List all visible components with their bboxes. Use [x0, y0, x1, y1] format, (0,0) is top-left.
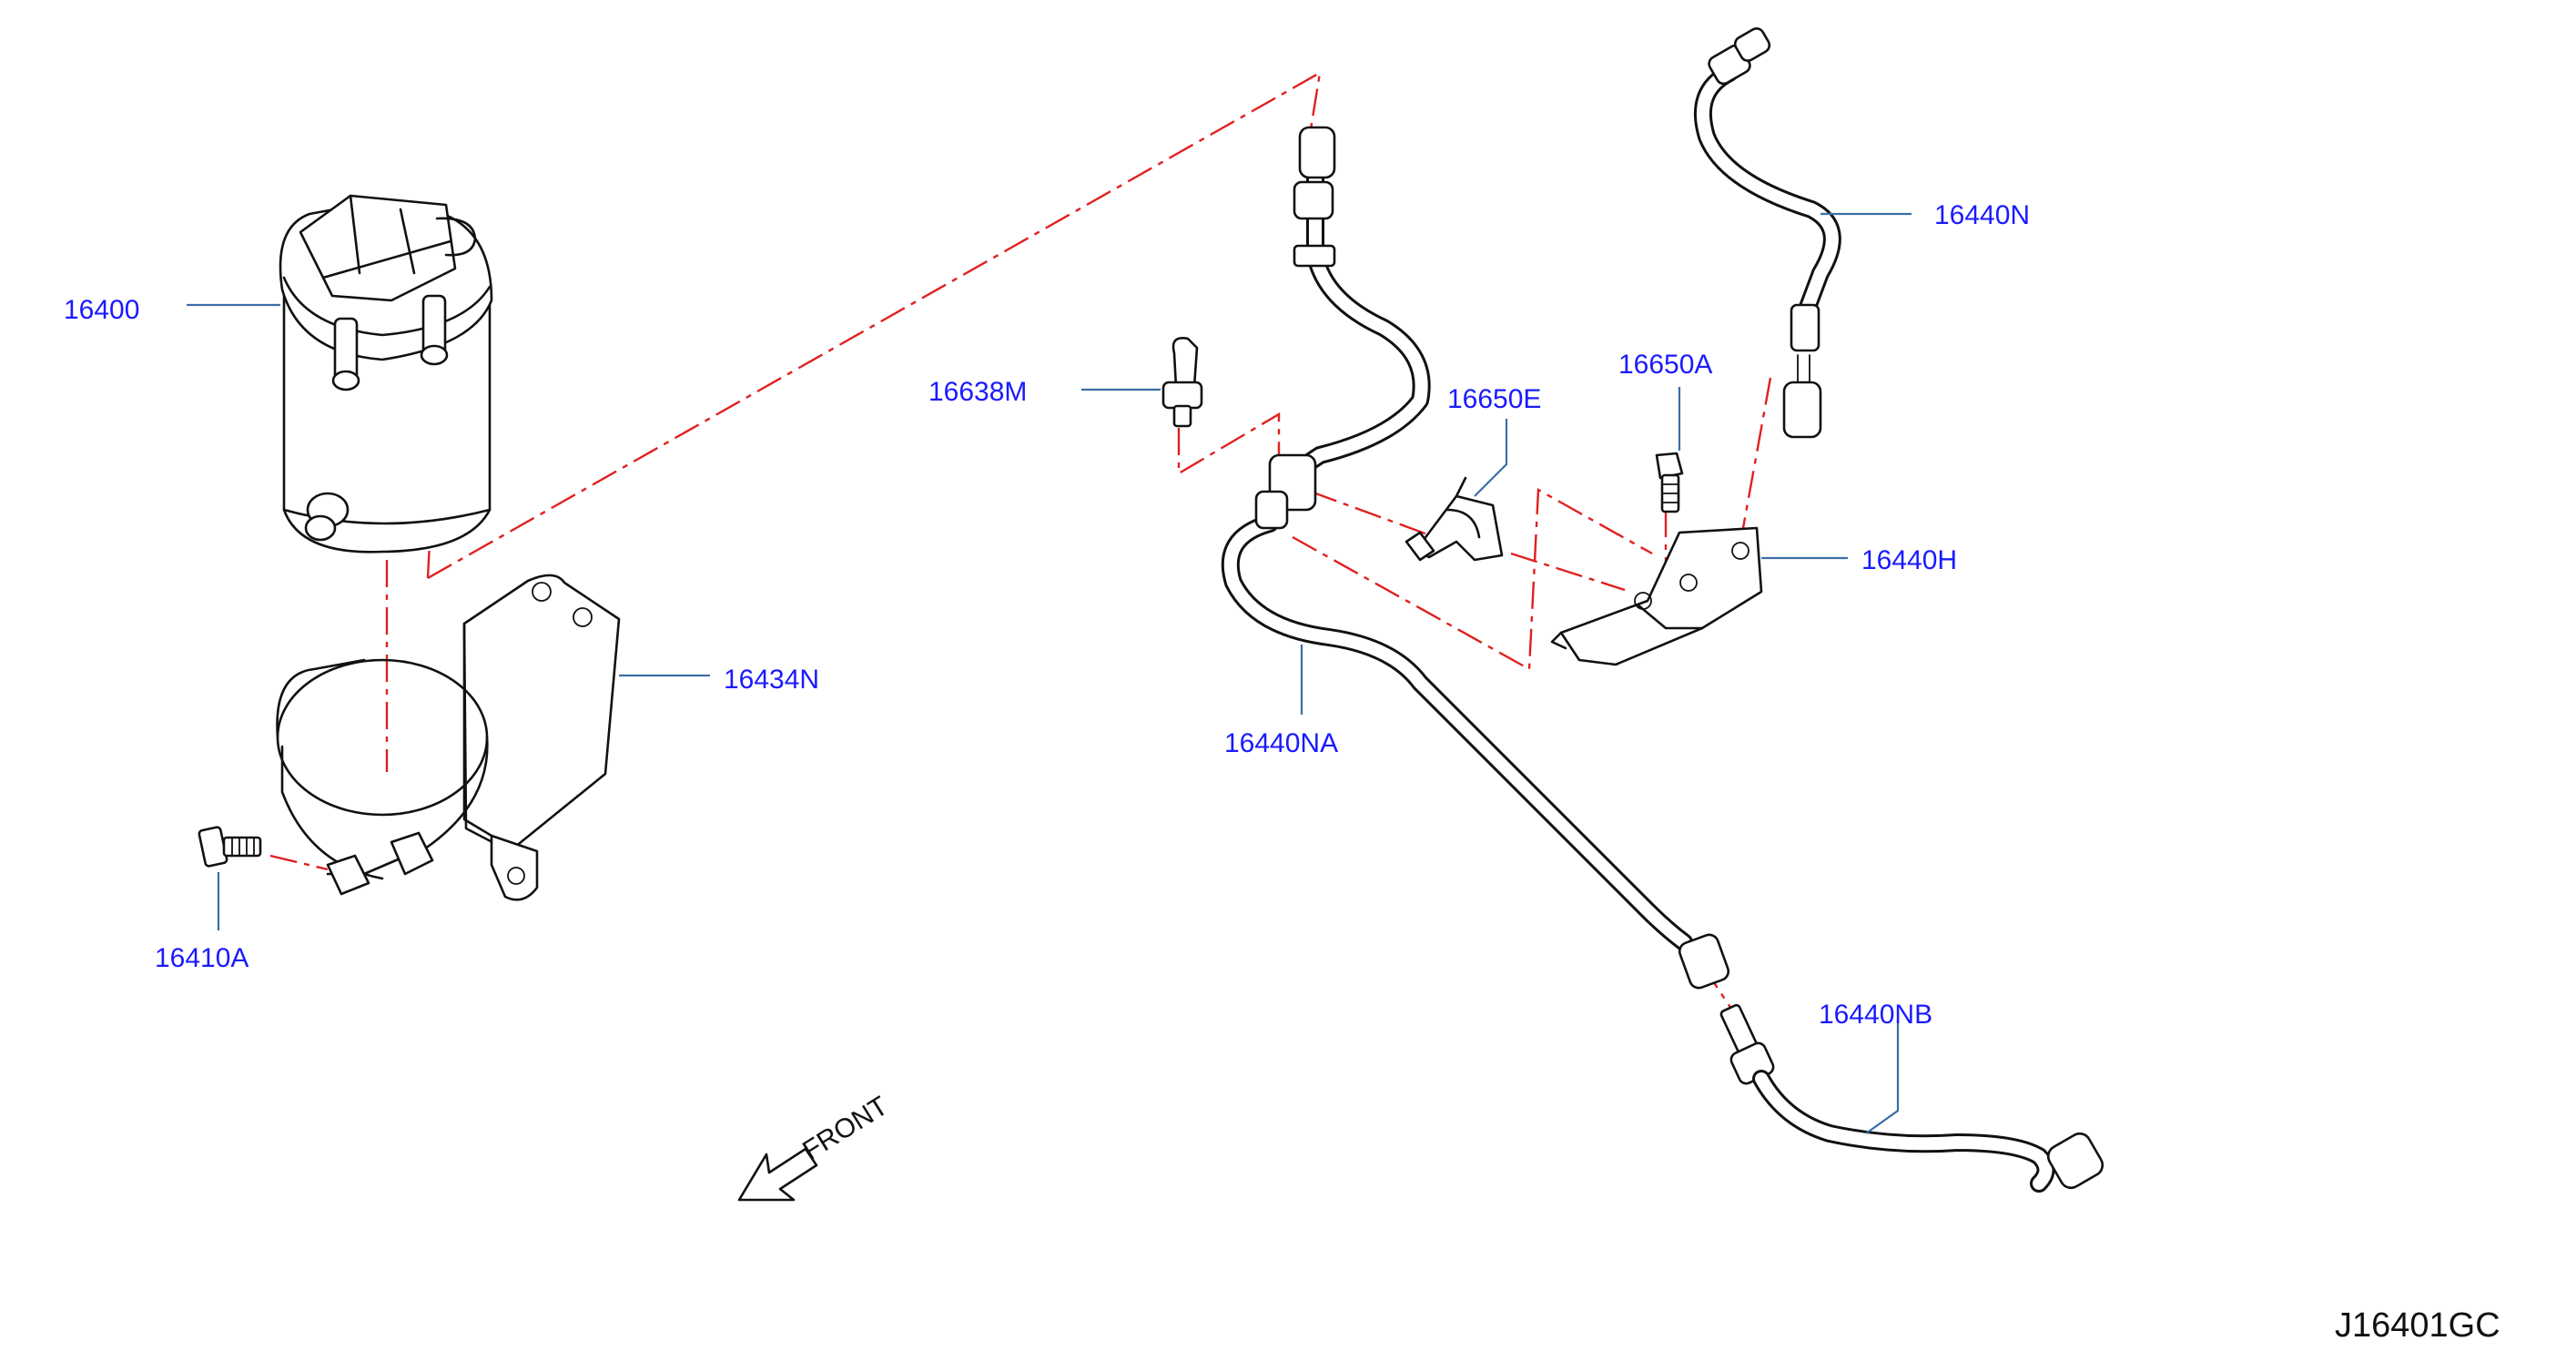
callout-16440NA: 16440NA — [1224, 728, 1338, 758]
assembly-guide-lines — [269, 70, 1772, 1021]
filter-bracket-16434N — [276, 574, 621, 901]
hose-16440NA — [1221, 126, 1730, 990]
hose-16440NB — [1719, 1003, 2104, 1193]
front-label: FRONT — [797, 1091, 893, 1166]
callout-16440NB: 16440NB — [1819, 1000, 1932, 1030]
bolt-16650A — [1655, 452, 1684, 513]
callout-16638M: 16638M — [928, 377, 1027, 407]
front-arrow-icon — [737, 1147, 818, 1202]
callout-16650A: 16650A — [1618, 350, 1712, 380]
leader-lines — [187, 212, 1912, 1134]
hose-bracket-16440H — [1550, 526, 1763, 666]
hose-16440N — [1693, 27, 1841, 439]
callout-16400: 16400 — [64, 295, 139, 325]
bolt-16410A — [198, 826, 262, 868]
callout-16440H: 16440H — [1861, 545, 1957, 575]
callout-16410A: 16410A — [155, 943, 248, 973]
callout-16434N: 16434N — [724, 665, 819, 695]
fuel-filter-16400 — [279, 194, 493, 554]
callout-16650E: 16650E — [1447, 384, 1541, 414]
callout-16440N: 16440N — [1934, 200, 2030, 230]
clip-16650E — [1405, 476, 1504, 562]
sensor-16638M — [1161, 337, 1203, 428]
drawing-code: J16401GC — [2335, 1306, 2500, 1345]
